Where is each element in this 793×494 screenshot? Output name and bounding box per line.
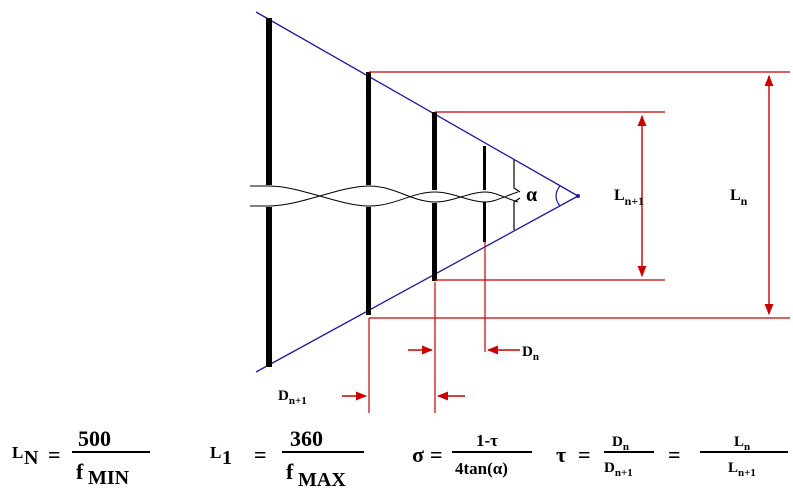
svg-text:MIN: MIN (88, 467, 130, 489)
dipole-element-1-upper (266, 18, 272, 185)
svg-text:=: = (254, 442, 267, 467)
formula-tau: τ = Dn Dn+1 = Ln Ln+1 (556, 434, 788, 479)
angle-arc (555, 185, 561, 207)
formula-l-n: L N = 500 f MIN (12, 426, 150, 489)
svg-text:=: = (48, 442, 61, 467)
svg-text:=: = (578, 442, 591, 467)
boundary-line-upper (255, 11, 579, 197)
dipole-element-5 (513, 160, 521, 230)
apex-point (576, 194, 580, 198)
svg-text:=: = (668, 442, 681, 467)
dipole-element-4-upper (483, 146, 486, 190)
svg-text:f: f (286, 459, 294, 484)
label-d-n: Dn (522, 344, 539, 363)
dipole-elements (266, 18, 521, 367)
svg-text:N: N (24, 447, 39, 469)
svg-text:1: 1 (222, 447, 232, 469)
formula-sigma: σ = 1-τ 4tan(α) (412, 431, 532, 478)
svg-text:L: L (12, 443, 23, 462)
svg-text:σ: σ (412, 442, 424, 467)
svg-text:MAX: MAX (298, 469, 346, 489)
dipole-element-4-lower (483, 202, 486, 242)
dipole-element-2-lower (366, 207, 371, 315)
svg-text:Dn+1: Dn+1 (604, 460, 633, 479)
d-extension-lines (368, 242, 486, 413)
svg-text:τ: τ (556, 442, 566, 467)
svg-text:f: f (76, 459, 84, 484)
dipole-element-2-upper (366, 72, 371, 185)
svg-text:Dn: Dn (612, 434, 629, 453)
label-l-n: Ln (730, 187, 748, 208)
svg-text:=: = (430, 442, 443, 467)
dipole-element-3-upper (432, 112, 437, 190)
svg-text:Ln: Ln (734, 434, 750, 453)
label-d-n-plus-1: Dn+1 (278, 388, 307, 407)
dipole-element-1-lower (266, 207, 272, 367)
formula-l-1: L 1 = 360 f MAX (210, 426, 364, 491)
dipole-element-3-lower (432, 203, 437, 281)
svg-text:L: L (210, 443, 221, 462)
svg-text:1-τ: 1-τ (476, 431, 498, 450)
svg-text:4tan(α): 4tan(α) (455, 459, 508, 478)
boundary-line-lower (255, 195, 579, 373)
l-extension-lines (369, 71, 790, 319)
feed-line (250, 185, 519, 207)
svg-text:500: 500 (78, 426, 111, 451)
svg-text:Ln+1: Ln+1 (728, 460, 756, 479)
label-l-n-plus-1: Ln+1 (614, 187, 644, 208)
label-alpha: α (526, 184, 537, 206)
svg-text:360: 360 (290, 426, 323, 451)
